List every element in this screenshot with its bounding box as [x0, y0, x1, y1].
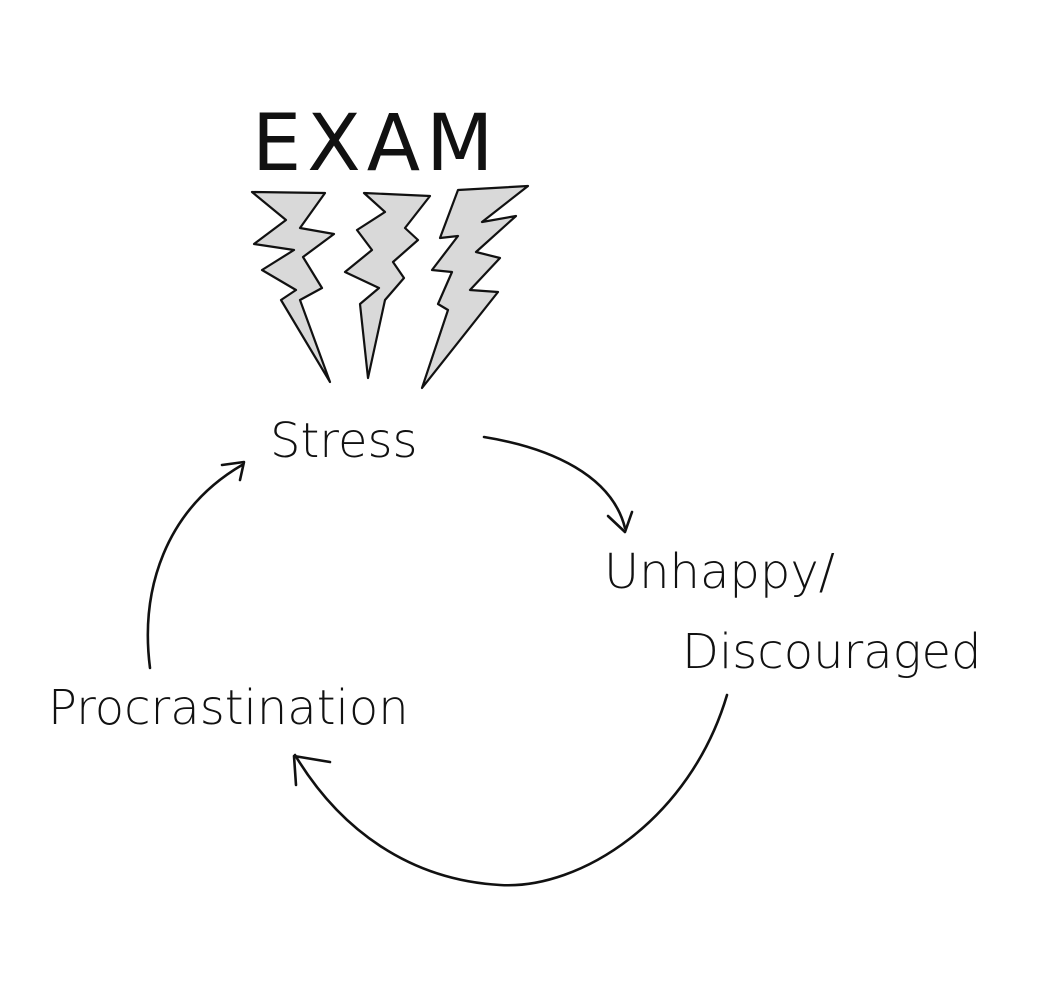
arrow-stress-to-unhappy: [482, 435, 634, 534]
lightning-bolt-icon: [250, 190, 336, 384]
diagram-title: EXAM: [252, 99, 499, 189]
node-stress: Stress: [270, 413, 418, 469]
node-unhappy-line2: Discouraged: [682, 624, 981, 680]
node-procrastination: Procrastination: [48, 680, 409, 736]
arrow-procrastination-to-stress: [146, 460, 246, 670]
lightning-bolts: [250, 184, 530, 390]
lightning-bolt-icon: [343, 191, 432, 380]
arrow-unhappy-to-procrastination: [292, 693, 729, 887]
lightning-bolt-icon: [420, 184, 530, 390]
node-unhappy-line1: Unhappy/: [604, 544, 835, 600]
